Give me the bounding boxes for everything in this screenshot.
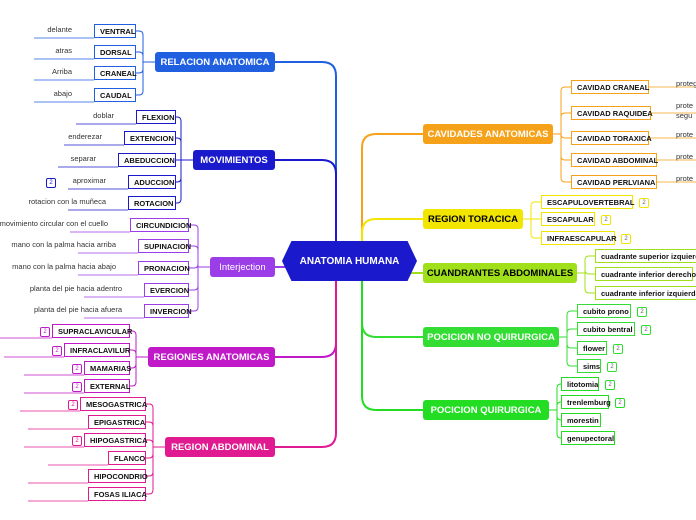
item-cavidad-craneal[interactable]: CAVIDAD CRANEAL bbox=[571, 80, 649, 94]
item-hipogastrica[interactable]: HIPOGASTRICA bbox=[84, 433, 148, 447]
item-cuadrante-superior-izquierdo[interactable]: cuadrante superior izquierdo bbox=[595, 249, 696, 263]
item-desc: prote bbox=[676, 152, 694, 161]
item-desc: mano con la palma hacia arriba bbox=[11, 240, 116, 249]
item-caudal[interactable]: CAUDAL bbox=[94, 88, 136, 102]
count-badge[interactable]: 2 bbox=[72, 364, 82, 374]
item-aduccion[interactable]: ADUCCION bbox=[128, 175, 176, 189]
item-desc: abajo bbox=[53, 89, 72, 98]
item-abeduccion[interactable]: ABEDUCCION bbox=[118, 153, 176, 167]
item-desc: enderezar bbox=[68, 132, 102, 141]
item-desc: doblar bbox=[93, 111, 114, 120]
count-badge[interactable]: 2 bbox=[607, 362, 617, 372]
count-badge[interactable]: 2 bbox=[615, 398, 625, 408]
item-fosas-iliaca[interactable]: FOSAS ILIACA bbox=[88, 487, 147, 501]
count-badge[interactable]: 2 bbox=[52, 346, 62, 356]
item-desc: segu bbox=[676, 111, 693, 120]
branch-region-abdominal[interactable]: REGION ABDOMINAL bbox=[165, 437, 275, 457]
count-badge[interactable]: 2 bbox=[40, 327, 50, 337]
item-flexion[interactable]: FLEXION bbox=[136, 110, 176, 124]
item-ventral[interactable]: VENTRAL bbox=[94, 24, 136, 38]
item-desc: protege bbox=[676, 79, 696, 88]
item-evercion[interactable]: EVERCION bbox=[144, 283, 189, 297]
item-desc: prote bbox=[676, 101, 694, 110]
branch-interjection[interactable]: Interjection bbox=[210, 257, 275, 277]
item-mesogastrica[interactable]: MESOGASTRICA bbox=[80, 397, 147, 411]
count-badge[interactable]: 2 bbox=[637, 307, 647, 317]
item-morestin[interactable]: morestin bbox=[561, 413, 601, 427]
count-badge[interactable]: 2 bbox=[641, 325, 651, 335]
item-infraclavilur[interactable]: INFRACLAVILUR bbox=[64, 343, 130, 357]
item-epigastrica[interactable]: EPIGASTRICA bbox=[88, 415, 146, 429]
branch-regiones-anatomicas[interactable]: REGIONES ANATOMICAS bbox=[148, 347, 275, 367]
item-trenlemburg[interactable]: trenlemburg bbox=[561, 395, 611, 409]
item-circundicion[interactable]: CIRCUNDICION bbox=[130, 218, 191, 232]
item-escapular[interactable]: ESCAPULAR bbox=[541, 212, 595, 226]
item-mamarias[interactable]: MAMARIAS bbox=[84, 361, 131, 375]
item-cavidad-perlviana[interactable]: CAVIDAD PERLVIANA bbox=[571, 175, 657, 189]
item-cuadrante-inferior-derecho[interactable]: cuadrante inferior derecho bbox=[595, 267, 696, 281]
item-cavidad-toraxica[interactable]: CAVIDAD TORAXICA bbox=[571, 131, 652, 145]
item-craneal[interactable]: CRANEAL bbox=[94, 66, 137, 80]
count-badge[interactable]: 2 bbox=[46, 178, 56, 188]
item-genupectoral[interactable]: genupectoral bbox=[561, 431, 615, 445]
item-desc: rotacion con la muñeca bbox=[28, 197, 106, 206]
item-supinacion[interactable]: SUPINACION bbox=[138, 239, 191, 253]
item-cuadrante-inferior-izquierdo[interactable]: cuadrante inferior izquierdo bbox=[595, 286, 696, 300]
branch-pocicion-quirurgica[interactable]: POCICION QUIRURGICA bbox=[423, 400, 549, 420]
branch-pocicion-no-quirurgica[interactable]: POCICION NO QUIRURGICA bbox=[423, 327, 559, 347]
count-badge[interactable]: 2 bbox=[601, 215, 611, 225]
item-desc: planta del pie hacia afuera bbox=[34, 305, 122, 314]
item-supraclavicular[interactable]: SUPRACLAVICULAR bbox=[52, 324, 132, 338]
item-desc: movimiento circular con el cuello bbox=[0, 219, 108, 228]
item-desc: aproximar bbox=[72, 176, 106, 185]
item-external[interactable]: EXTERNAL bbox=[84, 379, 130, 393]
item-extencion[interactable]: EXTENCION bbox=[124, 131, 176, 145]
item-invercion[interactable]: INVERCION bbox=[144, 304, 192, 318]
central-topic[interactable]: ANATOMIA HUMANA bbox=[282, 241, 417, 281]
item-cavidad-abdominal[interactable]: CAVIDAD ABDOMINAL bbox=[571, 153, 658, 167]
item-desc: prote bbox=[676, 174, 694, 183]
item-cubito-prono[interactable]: cubito prono bbox=[577, 304, 631, 318]
item-desc: atras bbox=[55, 46, 72, 55]
item-desc: mano con la palma hacia abajo bbox=[12, 262, 116, 271]
item-flower[interactable]: flower bbox=[577, 341, 607, 355]
item-dorsal[interactable]: DORSAL bbox=[94, 45, 136, 59]
item-infraescapular[interactable]: INFRAESCAPULAR bbox=[541, 231, 617, 245]
count-badge[interactable]: 2 bbox=[613, 344, 623, 354]
item-desc: delante bbox=[47, 25, 72, 34]
branch-movimientos[interactable]: MOVIMIENTOS bbox=[193, 150, 275, 170]
item-pronacion[interactable]: PRONACION bbox=[138, 261, 190, 275]
branch-region-toracica[interactable]: REGION TORACICA bbox=[423, 209, 523, 229]
count-badge[interactable]: 2 bbox=[605, 380, 615, 390]
branch-cavidades-anatomicas[interactable]: CAVIDADES ANATOMICAS bbox=[423, 124, 553, 144]
item-cubito-bentral[interactable]: cubito bentral bbox=[577, 322, 635, 336]
count-badge[interactable]: 2 bbox=[72, 382, 82, 392]
item-desc: separar bbox=[70, 154, 96, 163]
item-desc: Arriba bbox=[51, 67, 72, 76]
item-rotacion[interactable]: ROTACION bbox=[128, 196, 176, 210]
branch-relacion-anatomica[interactable]: RELACION ANATOMICA bbox=[155, 52, 275, 72]
count-badge[interactable]: 2 bbox=[639, 198, 649, 208]
item-flanco[interactable]: FLANCO bbox=[108, 451, 146, 465]
item-escapulovertebral[interactable]: ESCAPULOVERTEBRAL bbox=[541, 195, 635, 209]
branch-cuandrantes-abdominales[interactable]: CUANDRANTES ABDOMINALES bbox=[423, 263, 577, 283]
item-cavidad-raquidea[interactable]: CAVIDAD RAQUIDEA bbox=[571, 106, 653, 120]
count-badge[interactable]: 2 bbox=[621, 234, 631, 244]
item-hipocondrio[interactable]: HIPOCONDRIO bbox=[88, 469, 148, 483]
count-badge[interactable]: 2 bbox=[72, 436, 82, 446]
item-sims[interactable]: sims bbox=[577, 359, 601, 373]
item-litotomia[interactable]: litotomia bbox=[561, 377, 599, 391]
item-desc: prote bbox=[676, 130, 694, 139]
count-badge[interactable]: 2 bbox=[68, 400, 78, 410]
item-desc: planta del pie hacia adentro bbox=[29, 284, 122, 293]
